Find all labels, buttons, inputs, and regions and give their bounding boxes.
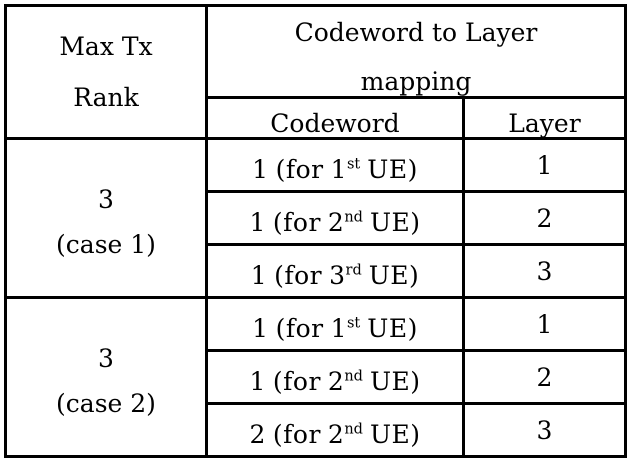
layer-cell: 2 <box>462 190 627 246</box>
codeword-ordinal-number: 1 <box>330 154 347 184</box>
header-max-tx-rank-line2: Rank <box>73 83 139 112</box>
codeword-ue-text: UE) <box>367 154 418 184</box>
table-header-row-top: Max Tx Rank Codeword to Layer mapping <box>4 4 627 140</box>
codeword-to-layer-mapping-table: Max Tx Rank Codeword to Layer mapping Co… <box>4 4 627 458</box>
codeword-for-text: (for <box>272 366 321 396</box>
codeword-ordinal-suffix: st <box>346 156 361 173</box>
codeword-ordinal-suffix: nd <box>344 368 363 385</box>
codeword-ue-text: UE) <box>369 419 421 449</box>
header-codeword-to-layer-mapping: Codeword to Layer mapping <box>205 4 627 99</box>
codeword-number: 1 <box>252 313 269 343</box>
codeword-ordinal-number: 3 <box>329 260 346 290</box>
rank-cell-case-2: 3 (case 2) <box>4 296 208 458</box>
codeword-ue-text: UE) <box>369 366 421 396</box>
rank-cell-case-1: 3 (case 1) <box>4 137 208 299</box>
codeword-number: 1 <box>249 207 266 237</box>
header-codeword-label: Codeword <box>270 108 400 138</box>
codeword-number: 1 <box>249 366 266 396</box>
header-layer: Layer <box>462 96 627 140</box>
codeword-to-layer-mapping-table-container: Max Tx Rank Codeword to Layer mapping Co… <box>4 4 627 458</box>
codeword-ue-text: UE) <box>368 260 420 290</box>
layer-cell: 3 <box>462 402 627 458</box>
table-header-row-sub: Codeword Layer <box>6 96 627 140</box>
layer-cell: 1 <box>462 296 627 352</box>
rank-value-case-1: 3 <box>98 185 114 214</box>
codeword-ordinal-number: 2 <box>327 419 345 449</box>
header-max-tx-rank-line1: Max Tx <box>59 32 153 61</box>
codeword-ordinal-suffix: nd <box>344 209 363 226</box>
case-label-case-2: (case 2) <box>56 389 156 418</box>
layer-cell: 1 <box>462 137 627 193</box>
case-label-case-1: (case 1) <box>56 230 156 259</box>
header-mapping-line1: Codeword to Layer <box>294 17 538 47</box>
layer-cell: 3 <box>462 243 627 299</box>
header-mapping-line2: mapping <box>360 66 472 96</box>
codeword-ordinal-suffix: rd <box>345 262 362 279</box>
codeword-ordinal-number: 2 <box>327 366 345 396</box>
layer-cell: 2 <box>462 349 627 405</box>
codeword-for-text: (for <box>272 207 321 237</box>
codeword-number: 1 <box>252 154 269 184</box>
header-layer-label: Layer <box>508 108 581 138</box>
rank-value-case-2: 3 <box>98 344 114 373</box>
codeword-for-text: (for <box>272 419 321 449</box>
codeword-ordinal-suffix: st <box>346 315 361 332</box>
codeword-for-text: (for <box>274 260 323 290</box>
codeword-ordinal-number: 2 <box>327 207 345 237</box>
codeword-ue-text: UE) <box>367 313 418 343</box>
codeword-for-text: (for <box>275 313 324 343</box>
codeword-number: 1 <box>250 260 268 290</box>
header-codeword: Codeword <box>205 96 465 140</box>
codeword-ue-text: UE) <box>369 207 421 237</box>
codeword-for-text: (for <box>275 154 324 184</box>
codeword-ordinal-number: 1 <box>330 313 347 343</box>
header-max-tx-rank: Max Tx Rank <box>4 4 208 140</box>
codeword-number: 2 <box>249 419 266 449</box>
codeword-ordinal-suffix: nd <box>344 421 363 438</box>
